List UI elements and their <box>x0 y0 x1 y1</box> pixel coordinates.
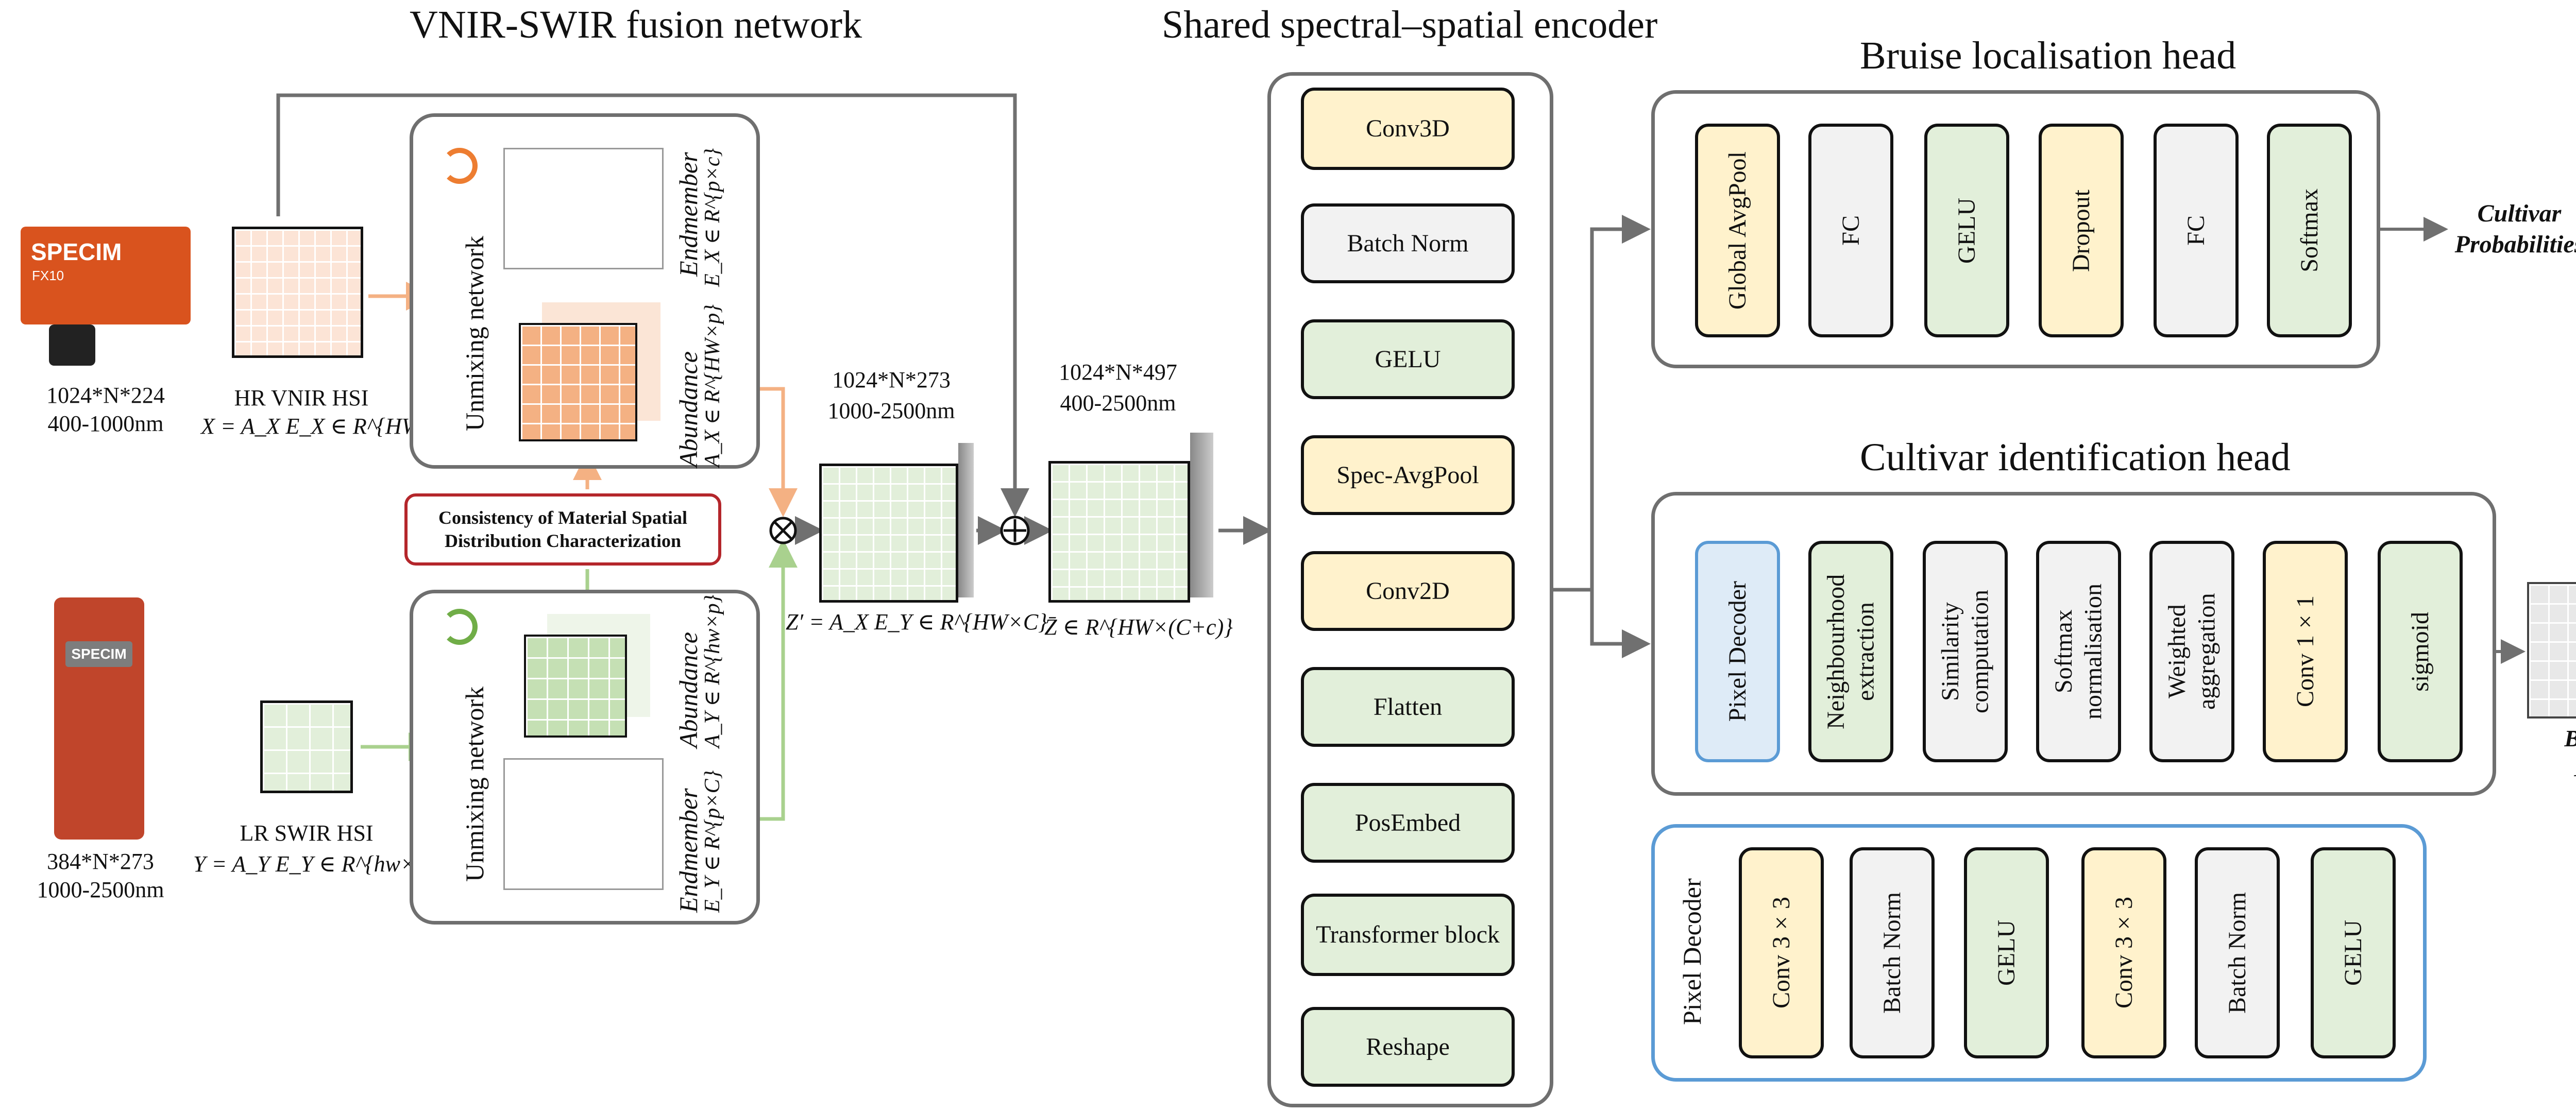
zprime-dims: 1024*N*273 <box>832 367 951 392</box>
z-dims: 1024*N*497 <box>1059 360 1177 385</box>
swir-unmixing-panel: Unmixing network Abundance A_Y ∈ R^{hw×p… <box>410 590 760 925</box>
swir-camera-range: 1000-2500nm <box>37 877 164 902</box>
swir-unmixing-label: Unmixing network <box>460 686 489 882</box>
encoder-block-conv2d: Conv2D <box>1301 551 1515 631</box>
pd-block-gelu-1: GELU <box>1964 847 2049 1058</box>
lr-swir-equation: Y = A_Y E_Y ∈ R^{hw×C} <box>193 851 440 877</box>
bruise-map <box>2527 582 2576 718</box>
pd-block-batchnorm-1: Batch Norm <box>1850 847 1935 1058</box>
pixel-decoder-label: Pixel Decoder <box>1677 878 1706 1025</box>
consistency-box: Consistency of Material Spatial Distribu… <box>404 493 721 566</box>
loc-block-fc-1-label: FC <box>1837 215 1865 246</box>
encoder-block-flatten: Flatten <box>1301 667 1515 747</box>
hr-vnir-equation: X = A_X E_X ∈ R^{HW×c} <box>201 414 455 439</box>
loc-block-dropout-label: Dropout <box>2067 189 2095 272</box>
fusion-title: VNIR-SWIR fusion network <box>410 3 862 46</box>
multiply-operator <box>769 517 797 544</box>
encoder-block-posembed: PosEmbed <box>1301 783 1515 863</box>
loc-block-fc-2: FC <box>2154 124 2239 337</box>
hr-vnir-cube <box>232 227 363 358</box>
z-equation: Z̄ ∈ R^{HW×(C+c)} <box>1044 614 1233 640</box>
cult-block-sigmoid-label: sigmoid <box>2406 611 2434 692</box>
cult-block-pixel-decoder-label: Pixel Decoder <box>1723 581 1751 722</box>
pd-block-batchnorm-2-label: Batch Norm <box>2223 892 2251 1014</box>
swir-camera-dims: 384*N*273 <box>47 849 154 874</box>
refresh-icon <box>442 148 478 184</box>
lr-swir-label: LR SWIR HSI <box>240 820 374 846</box>
cult-block-softmax: Softmax normalisation <box>2036 541 2121 762</box>
cult-block-pixel-decoder: Pixel Decoder <box>1695 541 1780 762</box>
vnir-camera-model: FX10 <box>32 268 64 283</box>
cult-block-aggregation-label: Weighted aggregation <box>2163 593 2221 710</box>
swir-abundance-equation: A_Y ∈ R^{hw×p} <box>701 594 724 748</box>
swir-endmember-plot <box>503 758 664 890</box>
vnir-unmixing-label: Unmixing network <box>460 235 489 431</box>
vnir-endmember-equation: E_X ∈ R^{p×c} <box>701 148 724 287</box>
loc-block-gelu-label: GELU <box>1953 197 1980 264</box>
encoder-block-reshape: Reshape <box>1301 1007 1515 1087</box>
pd-block-conv3x3-1: Conv 3×3 <box>1739 847 1824 1058</box>
cult-block-conv1x1-label: Conv 1×1 <box>2291 595 2319 708</box>
vnir-unmixing-panel: Unmixing network Endmember E_X ∈ R^{p×c}… <box>410 113 760 469</box>
swir-abundance-map <box>524 635 627 738</box>
pd-block-conv3x3-2-label: Conv 3×3 <box>2110 897 2138 1009</box>
vnir-abundance-equation: A_X ∈ R^{HW×p} <box>701 304 724 467</box>
vnir-camera: SPECIM FX10 <box>21 227 191 324</box>
vnir-camera-dims: 1024*N*224 <box>46 383 165 408</box>
z-cube-side <box>1190 433 1213 597</box>
loc-block-gelu: GELU <box>1924 124 2009 337</box>
loc-block-fc-1: FC <box>1808 124 1893 337</box>
cult-block-similarity-label: Similarity computation <box>1936 590 1994 713</box>
cult-block-aggregation: Weighted aggregation <box>2149 541 2234 762</box>
pd-block-batchnorm-2: Batch Norm <box>2195 847 2280 1058</box>
encoder-title: Shared spectral–spatial encoder <box>1162 3 1658 46</box>
vnir-abundance-map <box>519 323 637 441</box>
loc-block-fc-2-label: FC <box>2182 215 2210 246</box>
pd-block-gelu-2-label: GELU <box>2339 920 2367 986</box>
cult-block-softmax-label: Softmax normalisation <box>2049 584 2107 720</box>
swir-camera-brand: SPECIM <box>65 641 132 667</box>
encoder-block-gelu: GELU <box>1301 319 1515 399</box>
pd-block-conv3x3-2: Conv 3×3 <box>2081 847 2166 1058</box>
loc-block-softmax-label: Softmax <box>2295 189 2323 272</box>
pd-block-conv3x3-1-label: Conv 3×3 <box>1767 897 1795 1009</box>
vnir-camera-range: 400-1000nm <box>47 411 164 436</box>
vnir-camera-brand: SPECIM <box>31 238 122 265</box>
cult-block-neighbourhood-label: Neighbourhood extraction <box>1822 574 1879 729</box>
z-cube <box>1048 461 1190 603</box>
zprime-cube <box>819 464 958 603</box>
loc-block-softmax: Softmax <box>2267 124 2352 337</box>
swir-endmember-equation: E_Y ∈ R^{p×C} <box>701 770 724 913</box>
encoder-block-conv3d: Conv3D <box>1301 88 1515 170</box>
bruise-map-label: Bruise Map <box>2540 724 2576 783</box>
cult-block-neighbourhood: Neighbourhood extraction <box>1808 541 1893 762</box>
cult-block-sigmoid: sigmoid <box>2378 541 2463 762</box>
loc-block-dropout: Dropout <box>2039 124 2124 337</box>
zprime-range: 1000-2500nm <box>827 398 955 423</box>
encoder-block-batchnorm: Batch Norm <box>1301 203 1515 283</box>
swir-camera: SPECIM <box>54 597 144 840</box>
zprime-equation: Z′ = A_X E_Y ∈ R^{HW×C} <box>786 609 1047 635</box>
lr-swir-cube <box>260 700 353 793</box>
cultivar-title: Cultivar identification head <box>1860 436 2291 479</box>
pd-block-gelu-2: GELU <box>2311 847 2396 1058</box>
vnir-lens <box>49 324 95 366</box>
localisation-output-label: Cultivar Probabilities <box>2454 200 2576 258</box>
encoder-block-spec-avgpool: Spec-AvgPool <box>1301 435 1515 515</box>
cult-block-similarity: Similarity computation <box>1923 541 2008 762</box>
loc-block-avgpool-label: Global AvgPool <box>1723 151 1751 310</box>
z-range: 400-2500nm <box>1060 390 1176 416</box>
loc-block-avgpool: Global AvgPool <box>1695 124 1780 337</box>
refresh-icon <box>442 609 478 645</box>
encoder-block-transformer: Transformer block <box>1301 894 1515 976</box>
pd-block-batchnorm-1-label: Batch Norm <box>1878 892 1906 1014</box>
localisation-title: Bruise localisation head <box>1860 34 2236 77</box>
add-operator <box>1000 516 1030 545</box>
vnir-endmember-plot <box>503 148 664 269</box>
cult-block-conv1x1: Conv 1×1 <box>2263 541 2348 762</box>
hr-vnir-label: HR VNIR HSI <box>234 385 369 410</box>
pd-block-gelu-1-label: GELU <box>1992 920 2020 986</box>
zprime-cube-side <box>958 443 974 597</box>
